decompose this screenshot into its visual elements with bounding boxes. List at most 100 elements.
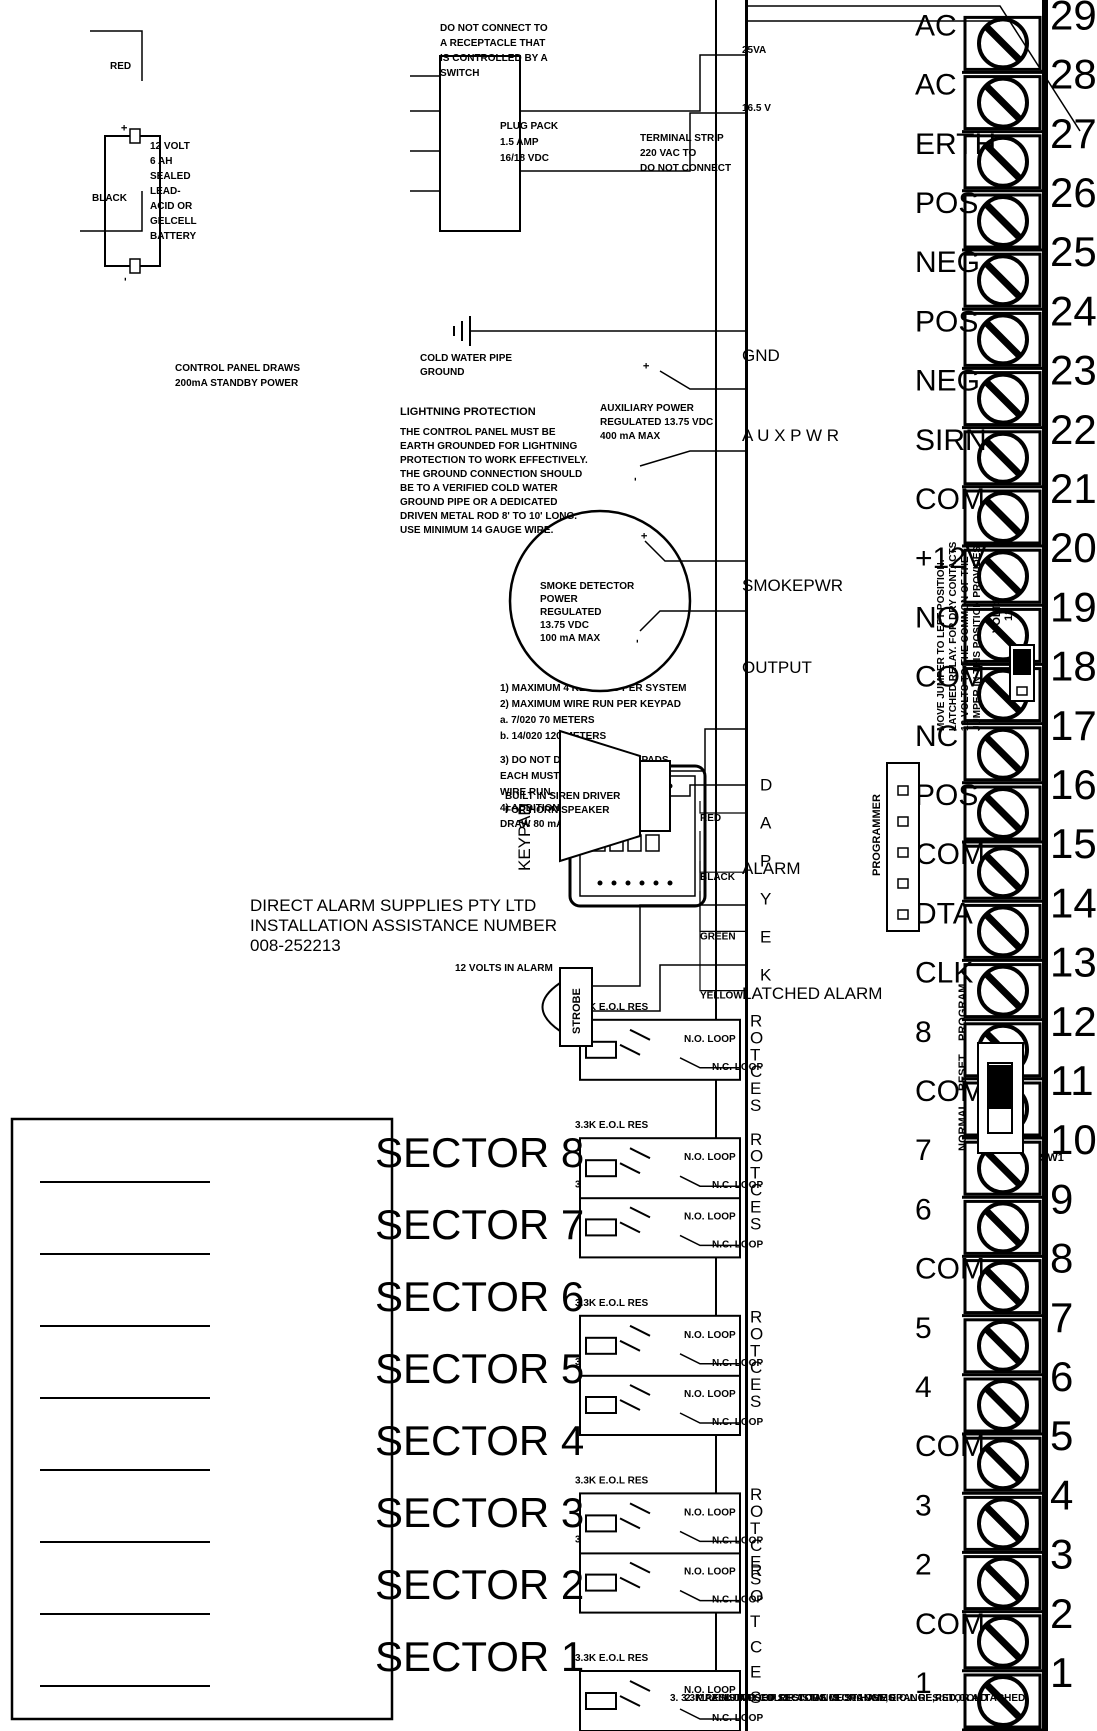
terminal-label: NC — [915, 720, 958, 753]
sw1-reset-label: RESET — [957, 1054, 969, 1091]
terminal-screw-slot — [983, 379, 1023, 419]
no-loop-label: N.O. LOOP — [684, 1152, 736, 1163]
eol-resistor — [585, 1159, 617, 1178]
battery-label-line: 6 AH — [150, 156, 172, 167]
terminal-number: 19 — [1050, 583, 1097, 630]
nc-loop-label: N.C. LOOP — [712, 1180, 763, 1191]
sector-letter: R — [750, 1485, 762, 1504]
terminal-number: 11 — [1050, 1057, 1094, 1104]
keypad-wire-label: GREEN — [700, 931, 736, 942]
battery-label-line: ACID OR — [150, 201, 193, 212]
terminal-block-inner-line — [715, 0, 717, 1731]
no-switch — [619, 1384, 651, 1411]
strobe-label: STROBE — [571, 988, 583, 1034]
terminal-screw-slot — [983, 1148, 1023, 1188]
battery-label-line: LEAD- — [150, 186, 181, 197]
sector-letter: E — [750, 1197, 761, 1216]
nc-switch — [679, 1589, 740, 1602]
lightning-line: THE GROUND CONNECTION SHOULD — [400, 469, 582, 480]
no-switch — [619, 1680, 651, 1707]
terminal-screw-slot — [983, 1385, 1023, 1425]
plugpack-switch-line: SWITCH — [440, 68, 479, 79]
terminal-number: 17 — [1050, 702, 1097, 749]
terminal-label: NO — [915, 601, 960, 634]
programmer-pin — [897, 909, 909, 920]
plugpack-warning-line: TERMINAL STRIP — [640, 133, 724, 144]
battery-note-line: 200mA STANDBY POWER — [175, 378, 299, 389]
company-name: DIRECT ALARM SUPPLIES PTY LTD — [250, 896, 536, 915]
no-loop-label: N.O. LOOP — [684, 1330, 736, 1341]
terminal-screw-slot — [983, 438, 1023, 478]
keypad-letter: K — [760, 966, 772, 985]
keypad-wire — [699, 831, 745, 873]
sw1-program-label: PROGRAM — [957, 984, 969, 1041]
sector-letter: T — [750, 1519, 760, 1538]
sector-letter: E — [750, 1079, 761, 1098]
programmer-header[interactable]: PROGRAMMER — [871, 762, 920, 932]
nc-loop-label: N.C. LOOP — [712, 1595, 763, 1606]
jumper-cap[interactable] — [1013, 649, 1031, 675]
siren-note-2: FOR HORN SPEAKER — [505, 805, 610, 816]
jumper-volts-unit: VOLTS — [991, 597, 1003, 633]
terminal-number: 26 — [1050, 169, 1097, 216]
terminal-screw-slot — [983, 971, 1023, 1011]
sw1-slider[interactable] — [988, 1065, 1012, 1109]
terminal-label: +12V — [915, 542, 986, 575]
terminal-number: 25 — [1050, 228, 1097, 275]
lightning-line: PROTECTION TO WORK EFFECTIVELY. — [400, 455, 588, 466]
strobe-dome — [541, 982, 561, 1032]
lightning-line: BE TO A VERIFIED COLD WATER — [400, 483, 559, 494]
programmer-pins — [897, 785, 909, 920]
keypad-note: a. 7/020 70 METERS — [500, 715, 595, 726]
sector-letter: S — [750, 1214, 761, 1233]
terminal-number: 13 — [1050, 939, 1097, 986]
nc-switch — [679, 1708, 740, 1720]
no-switch — [619, 1502, 651, 1530]
sector-list-box — [10, 1117, 394, 1721]
terminal-number: 9 — [1050, 1175, 1073, 1222]
plugpack-warning-line: DO NOT CONNECT — [640, 163, 731, 174]
terminal-block-divider — [745, 0, 748, 1731]
jumper-block[interactable]: 12 VOLTS JUMPER IN THIS POSITION PROVIDE… — [936, 541, 1035, 731]
battery-pos-terminal — [129, 128, 141, 144]
battery-label-line: GELCELL — [150, 216, 197, 227]
terminal-number: 15 — [1050, 820, 1097, 867]
sector-letter: R — [750, 1561, 762, 1580]
no-switch — [619, 1324, 651, 1352]
sector-letter: S — [750, 1688, 761, 1707]
terminal-label: POS — [915, 305, 978, 338]
sector-letter: C — [750, 1062, 762, 1081]
terminal-screw-slot — [983, 1622, 1023, 1662]
sector-list-item: SECTOR 7 — [375, 1201, 584, 1248]
zone-loop-box — [579, 1492, 741, 1555]
unused-note-2: 2. MAXIMUM LOOP RESISTANCE 300 OHMS — [685, 1693, 895, 1704]
smoke-wires — [639, 540, 745, 632]
plugpack-wires — [520, 54, 745, 172]
terminal-number: 7 — [1050, 1294, 1073, 1341]
jumper-volts-value: 12 — [1003, 609, 1015, 621]
terminal-number: 14 — [1050, 879, 1097, 926]
keypad-led — [625, 880, 631, 886]
battery-lead-wires-top — [745, 5, 1081, 132]
battery-black-label: BLACK — [92, 193, 128, 204]
sw1-switch[interactable]: SW1 PROGRAM RESET NORMAL — [957, 984, 1064, 1164]
keypad-letter: P — [760, 852, 771, 871]
zone-loop-box — [579, 1137, 741, 1200]
smoke-note: POWER — [540, 594, 579, 605]
terminal-number: 10 — [1050, 1116, 1097, 1163]
eol-resistor — [585, 1514, 617, 1533]
ground-note-1: COLD WATER PIPE — [420, 353, 512, 364]
keypad-led — [611, 880, 617, 886]
plugpack-label: 1.5 AMP — [500, 137, 539, 148]
smoke-detector-circle — [508, 509, 692, 693]
eol-resistor — [585, 1040, 617, 1059]
battery-note-line: CONTROL PANEL DRAWS — [175, 363, 300, 374]
terminal-screw-slot — [983, 1681, 1023, 1721]
sector-list-item: SECTOR 1 — [375, 1633, 584, 1680]
ground-note-2: GROUND — [420, 367, 464, 378]
battery-minus: - — [119, 277, 131, 281]
